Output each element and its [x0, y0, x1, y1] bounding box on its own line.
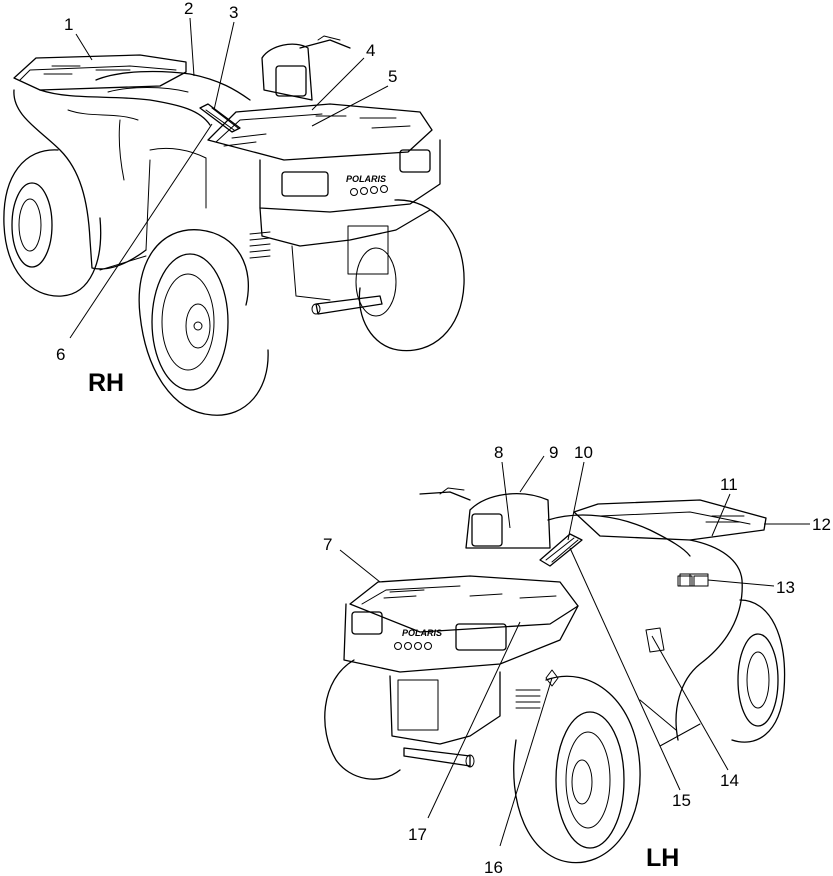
lh-leader-lines [339, 455, 810, 847]
callout-16: 16 [484, 858, 503, 876]
callout-4: 4 [366, 41, 375, 60]
callout-2: 2 [184, 0, 193, 18]
callout-7: 7 [323, 535, 332, 554]
rh-callouts: 1 2 3 4 5 6 [56, 0, 397, 364]
callout-15: 15 [672, 791, 691, 810]
callout-14: 14 [720, 771, 739, 790]
callout-12: 12 [812, 515, 831, 534]
view-label-lh: LH [646, 844, 679, 872]
view-label-rh: RH [88, 369, 124, 397]
rh-brand-label: POLARIS [346, 174, 386, 184]
atv-rh-view: POLARIS [3, 35, 465, 416]
atv-lh-view: POLARIS [324, 487, 786, 864]
lh-callouts: 7 8 9 10 11 12 13 14 15 16 17 [323, 443, 831, 876]
callout-9: 9 [549, 443, 558, 462]
callout-10: 10 [574, 443, 593, 462]
callout-11: 11 [720, 475, 738, 494]
callout-1: 1 [64, 15, 73, 34]
rh-leader-lines [69, 17, 389, 339]
callout-13: 13 [776, 578, 795, 597]
callout-3: 3 [229, 3, 238, 22]
callout-6: 6 [56, 345, 65, 364]
callout-17: 17 [408, 825, 427, 844]
lh-brand-label: POLARIS [402, 628, 442, 638]
callout-8: 8 [494, 443, 503, 462]
callout-5: 5 [388, 67, 397, 86]
